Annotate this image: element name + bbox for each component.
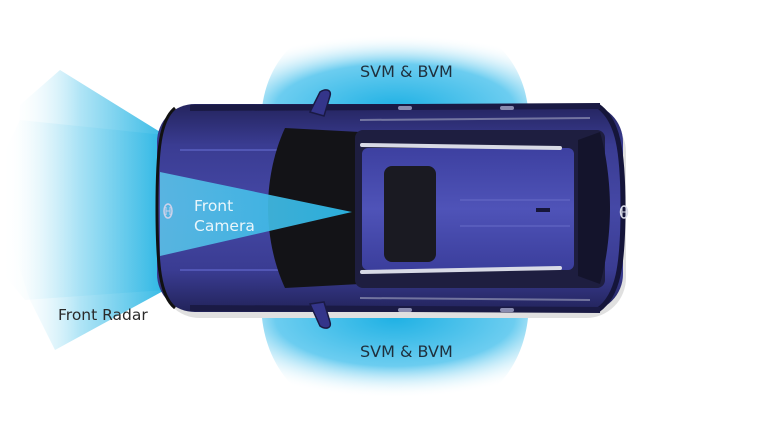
front-camera-label: Front Camera	[194, 196, 255, 236]
roof-rail-top	[360, 143, 562, 150]
front-camera-label-line2: Camera	[194, 217, 255, 235]
rear-logo-icon	[619, 205, 629, 219]
sunroof	[384, 166, 436, 262]
mirror-left	[308, 89, 332, 117]
svm-bvm-top-label: SVM & BVM	[360, 62, 453, 81]
svm-top-coverage	[262, 10, 528, 108]
svm-bvm-bottom-label: SVM & BVM	[360, 342, 453, 361]
mirror-right	[308, 301, 332, 329]
front-logo-icon	[163, 203, 173, 219]
roof-rail-bottom	[360, 266, 562, 274]
front-camera-label-line1: Front	[194, 197, 234, 215]
front-radar-label: Front Radar	[58, 306, 148, 324]
front-camera-coverage	[160, 172, 352, 256]
svm-bottom-coverage	[262, 318, 528, 425]
